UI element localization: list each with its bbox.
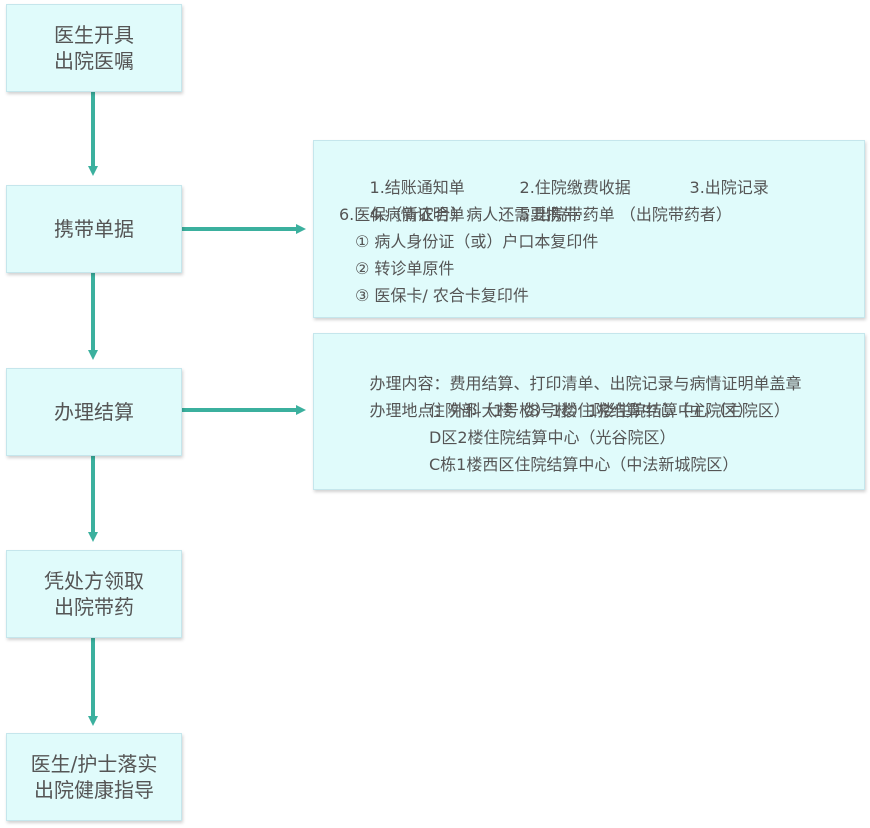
document-subitem: ② 转诊单原件 xyxy=(355,259,455,278)
documents-row: 4.病情证明单 5.出院带药单 （出院带药者） xyxy=(339,174,859,224)
documents-row: 1.结账通知单 2.住院缴费收据 3.出院记录 xyxy=(339,147,859,197)
document-item: 2.住院缴费收据 xyxy=(519,178,631,197)
document-item: 3.出院记录 xyxy=(689,178,769,197)
content-text: 费用结算、打印清单、出院记录与病情证明单盖章 xyxy=(449,374,802,393)
step-health-guidance: 医生/护士落实 出院健康指导 xyxy=(6,733,182,821)
settlement-note-box: 办理内容：费用结算、打印清单、出院记录与病情证明单盖章 办理地点：外科大楼（8号… xyxy=(313,333,865,490)
step-label-line: 携带单据 xyxy=(54,217,134,241)
document-subitem: ③ 医保卡/ 农合卡复印件 xyxy=(355,286,529,305)
document-subitem: ① 病人身份证（或）户口本复印件 xyxy=(355,232,599,251)
step-label-line: 办理结算 xyxy=(54,400,134,424)
document-item: 5.出院带药单 （出院带药者） xyxy=(519,205,732,224)
step-issue-discharge-order: 医生开具 出院医嘱 xyxy=(6,4,182,92)
step-settlement: 办理结算 xyxy=(6,368,182,456)
settlement-location-row: 办理地点：外科大楼（8号楼）1楼住院结算中心（主院区） xyxy=(339,370,859,420)
documents-note-box: 1.结账通知单 2.住院缴费收据 3.出院记录 4.病情证明单 5.出院带药单 （出院… xyxy=(313,140,865,318)
location-item: 外科大楼（8号楼）1楼住院结算中心（主院区） xyxy=(449,401,790,420)
step-label-line: 医生开具 xyxy=(54,23,134,47)
location-item: D区2楼住院结算中心（光谷院区） xyxy=(429,428,676,447)
location-label: 办理地点： xyxy=(369,401,450,420)
step-label-line: 出院医嘱 xyxy=(54,49,134,73)
step-bring-documents: 携带单据 xyxy=(6,185,182,273)
step-label-line: 出院健康指导 xyxy=(34,778,154,802)
settlement-content-row: 办理内容：费用结算、打印清单、出院记录与病情证明单盖章 xyxy=(339,343,859,393)
step-collect-medication: 凭处方领取 出院带药 xyxy=(6,550,182,638)
content-label: 办理内容： xyxy=(369,374,450,393)
step-label-line: 凭处方领取 xyxy=(44,569,144,593)
location-item: C栋1楼西区住院结算中心（中法新城院区） xyxy=(429,455,739,474)
step-label-line: 医生/护士落实 xyxy=(30,752,158,776)
document-item: 6.医保（新农合）病人还需要携带 xyxy=(339,205,579,224)
document-item: 4.病情证明单 xyxy=(369,205,465,224)
location-item: 住院部（1号楼）1楼住院结算中心（主院区） xyxy=(429,401,754,420)
step-label-line: 出院带药 xyxy=(54,595,134,619)
document-item: 1.结账通知单 xyxy=(369,178,465,197)
